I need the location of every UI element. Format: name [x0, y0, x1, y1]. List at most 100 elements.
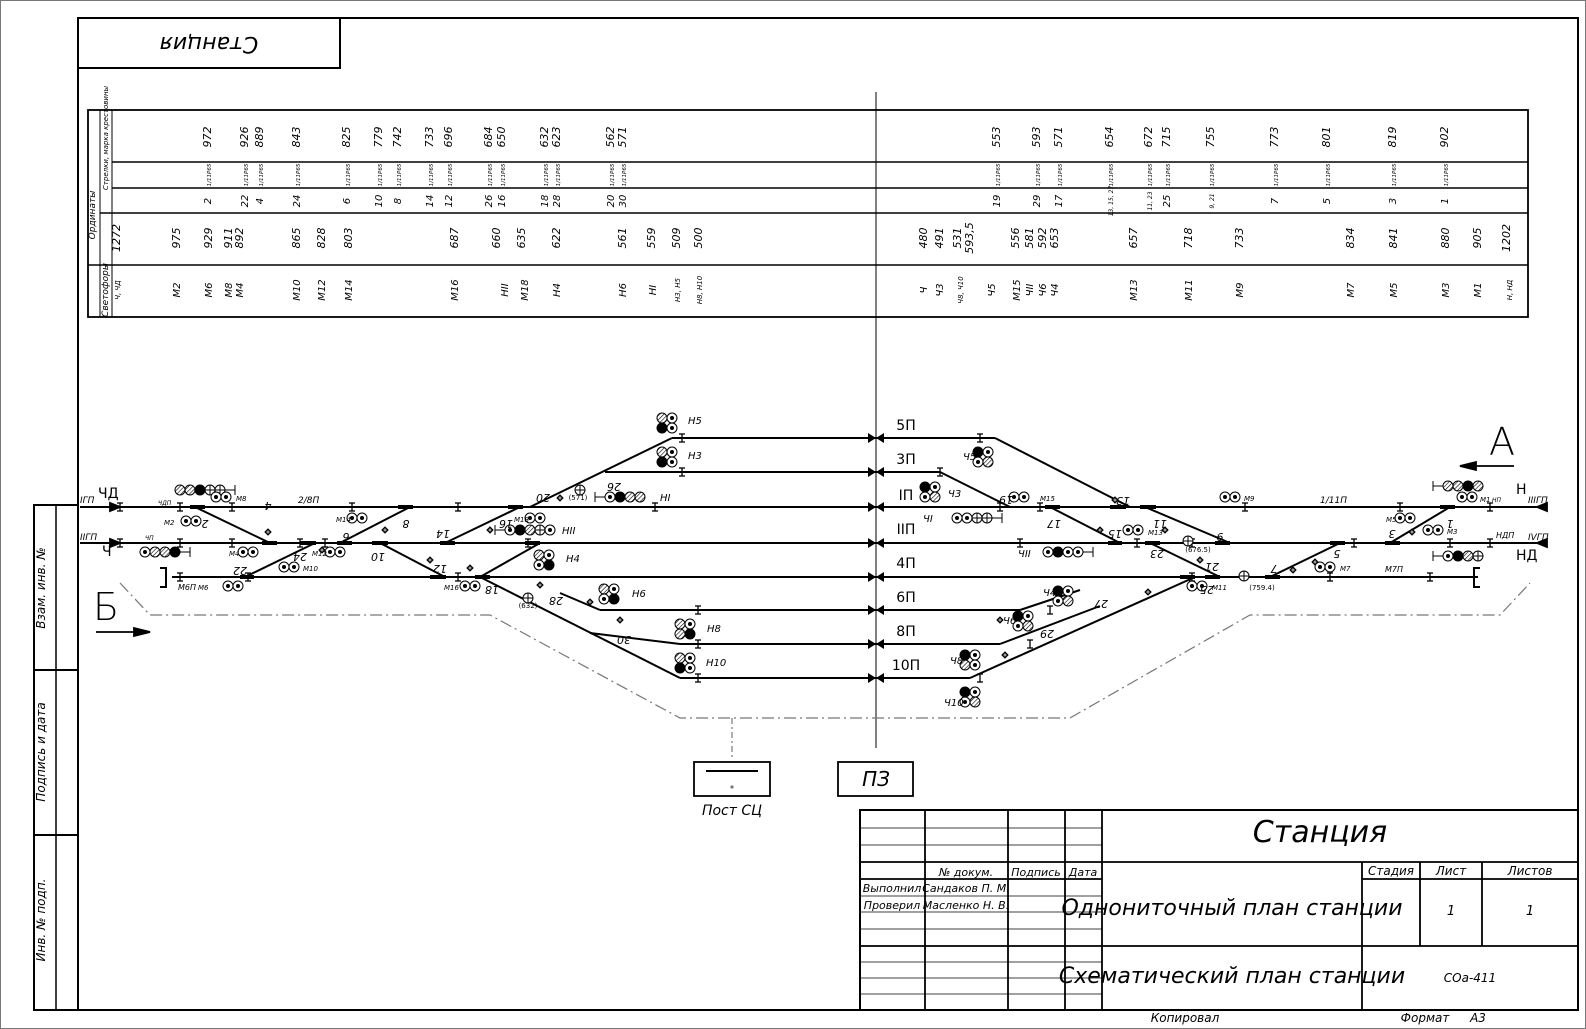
signal-label: ЧД — [98, 486, 119, 502]
tb-doc-no: № докум. — [938, 866, 993, 879]
bowtie-right — [876, 538, 884, 548]
table-cell: 902 — [1438, 127, 1451, 148]
switch-number: 2 — [202, 517, 209, 530]
fouling-mark — [1161, 526, 1169, 534]
switch-number: 8 — [403, 517, 410, 530]
direction-arrows — [96, 460, 1548, 638]
signal-label: М8 — [236, 495, 247, 503]
table-cell: 592 — [1036, 228, 1049, 249]
tb-checked: Проверил — [864, 899, 920, 912]
table-cell-mark: 1/11Р65 — [1036, 163, 1042, 186]
junction-mark — [522, 592, 534, 604]
tb-sheet: Лист — [1435, 864, 1467, 878]
post-sc-label: Пост СЦ — [702, 803, 762, 819]
table-cell: Н, НД — [1506, 279, 1514, 300]
table-cell: М8 — [224, 283, 235, 298]
bowtie-left — [868, 502, 876, 512]
signal-label: НII — [562, 526, 575, 537]
fouling-mark — [616, 616, 624, 624]
switch-number: 27 — [1094, 597, 1108, 610]
table-cell: М4 — [235, 283, 246, 298]
table-cell: Ч, ЧД — [114, 280, 122, 300]
tb-performed-name: Сандаков П. М. — [922, 882, 1010, 895]
switch-number: 12 — [433, 562, 447, 575]
table-cell-mark: 1/11Р65 — [259, 163, 265, 186]
table-cell: 30 — [618, 195, 629, 208]
signal-label: М1 — [1480, 496, 1491, 504]
coordinate-table — [87, 109, 1529, 318]
table-cell: 561 — [616, 228, 629, 249]
table-cell: 559 — [645, 228, 658, 249]
table-cell: Н3, Н5 — [674, 278, 682, 302]
table-cell: 1202 — [1500, 224, 1513, 252]
bowtie-left — [868, 639, 876, 649]
title-block-text: Станция № докум. Подпись Дата Выполнил С… — [863, 815, 1553, 989]
table-cell: 22 — [240, 195, 251, 208]
signal-label: Н5 — [688, 416, 702, 427]
signal-label: НД — [1516, 548, 1538, 564]
table-cell-mark: 1/11Р65 — [378, 163, 384, 186]
fouling-mark — [381, 526, 389, 534]
switch-number: 24 — [293, 550, 307, 563]
junction-label: (676.5) — [1185, 546, 1211, 554]
signal-label: Ч4 — [1043, 588, 1056, 599]
main-line-label: IIIГП — [1528, 496, 1548, 506]
post-sc: Пост СЦ — [693, 761, 771, 819]
table-cell: 20 — [606, 195, 617, 208]
table-cell: 843 — [290, 127, 303, 148]
table-cell: 880 — [1439, 228, 1452, 249]
switch-number: 14 — [436, 527, 450, 540]
switch-number: 29 — [1040, 627, 1054, 640]
signal-Ч5 — [972, 446, 994, 468]
table-cell-mark: 1/11Р65 — [544, 163, 550, 186]
fouling-mark — [1096, 526, 1104, 534]
table-cell: 975 — [170, 228, 183, 249]
footer-copied: Копировал — [1151, 1011, 1220, 1025]
table-cell: Ч4 — [1050, 283, 1061, 296]
signal-label: НI — [660, 493, 671, 504]
switch-number: 13 — [1116, 494, 1130, 507]
table-cell: 696 — [442, 127, 455, 148]
table-cell: 10 — [374, 195, 385, 208]
signal-НI — [594, 491, 646, 503]
pz-box: ПЗ — [837, 761, 914, 797]
switch-number: 16 — [499, 517, 513, 530]
strip-label-2: Инв. № подп. — [34, 879, 48, 962]
fouling-mark — [1001, 651, 1009, 659]
fouling-mark — [1408, 528, 1416, 536]
table-cell: М7 — [1346, 282, 1357, 298]
signal-label: Ч — [102, 544, 112, 560]
table-cell: 755 — [1204, 127, 1217, 148]
bowtie-right — [876, 572, 884, 582]
fouling-mark — [556, 494, 564, 502]
fouling-mark — [536, 581, 544, 589]
signal-Ч8 — [959, 649, 981, 671]
signal-label: М4 — [229, 550, 240, 558]
switch-number: 18 — [485, 583, 499, 596]
contour-line — [119, 582, 1531, 719]
table-cell: НII — [500, 283, 511, 296]
table-cell: 911 — [222, 228, 235, 249]
signal-М3 — [1422, 524, 1444, 536]
signals — [139, 412, 1484, 708]
table-cell: 779 — [372, 127, 385, 148]
direction-b: Б — [93, 585, 119, 629]
table-row-label-0: Стрелки, марка крестовины — [102, 85, 110, 190]
switch-marks — [190, 505, 1455, 579]
junction-mark — [1238, 570, 1250, 582]
tb-performed: Выполнил — [863, 882, 922, 895]
table-cell: М18 — [520, 279, 531, 300]
switch-number: 26 — [607, 480, 621, 493]
signal-Ч4 — [1052, 585, 1074, 607]
table-cell: М1 — [1473, 283, 1484, 298]
table-cell: 571 — [616, 127, 629, 148]
main-line-label: IVГП — [1528, 533, 1549, 543]
table-cell: 865 — [290, 228, 303, 249]
fouling-mark — [466, 564, 474, 572]
signal-label: М7 — [1340, 565, 1351, 573]
tb-stage: Стадия — [1368, 864, 1414, 878]
